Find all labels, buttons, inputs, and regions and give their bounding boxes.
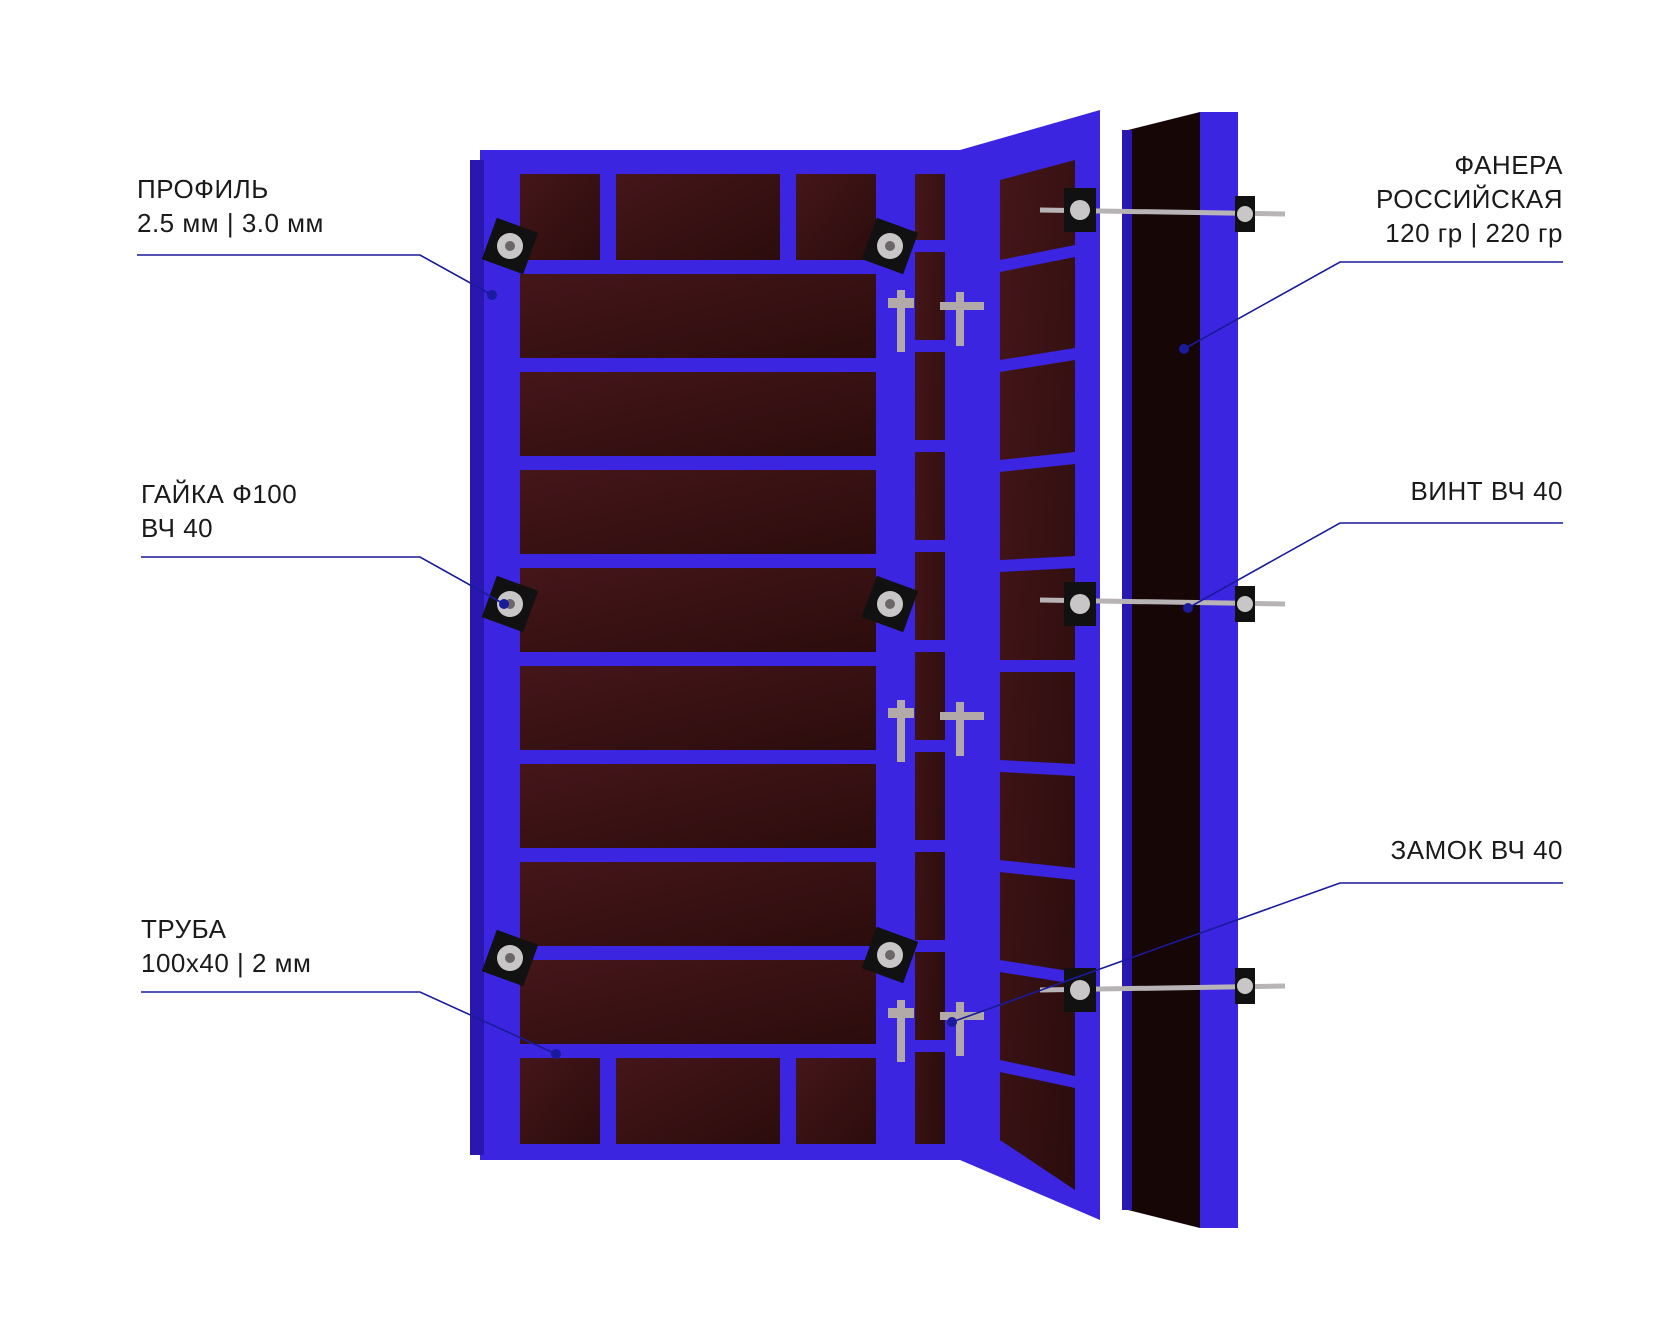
callout-profile-spec: 2.5 мм | 3.0 мм	[137, 208, 324, 238]
nut-plates	[481, 188, 1255, 1012]
callout-nut-spec: ВЧ 40	[141, 513, 214, 543]
wedge-locks	[888, 290, 984, 1062]
right-panel	[960, 110, 1100, 1220]
plywood-sheet	[1122, 112, 1238, 1228]
callout-nut-title: ГАЙКА Ф100	[141, 479, 298, 509]
leader-dots	[487, 290, 1193, 1059]
callout-pipe: ТРУБА 100х40 | 2 мм	[141, 912, 311, 980]
leader-screw	[1187, 522, 1563, 609]
leader-pipe	[141, 991, 557, 1055]
leader-plywood	[1183, 261, 1563, 350]
callout-screw-title: ВИНТ ВЧ 40	[1410, 476, 1563, 506]
leader-lock	[951, 882, 1563, 1023]
callout-plywood-spec: 120 гр | 220 гр	[1385, 218, 1563, 248]
leader-lines	[137, 254, 1563, 1055]
callout-nut: ГАЙКА Ф100 ВЧ 40	[141, 477, 297, 545]
callout-profile-title: ПРОФИЛЬ	[137, 174, 269, 204]
left-panel	[470, 150, 900, 1160]
callout-profile: ПРОФИЛЬ 2.5 мм | 3.0 мм	[137, 172, 324, 240]
corner-post	[900, 150, 960, 1160]
callout-lock: ЗАМОК ВЧ 40	[1391, 833, 1563, 867]
leader-profile	[137, 254, 493, 296]
callout-lock-title: ЗАМОК ВЧ 40	[1390, 835, 1563, 865]
leader-nut	[141, 556, 505, 605]
callout-pipe-title: ТРУБА	[141, 914, 227, 944]
callout-plywood-origin: РОССИЙСКАЯ	[1376, 184, 1563, 214]
callout-pipe-spec: 100х40 | 2 мм	[141, 948, 312, 978]
callout-plywood-title: ФАНЕРА	[1454, 150, 1563, 180]
callout-plywood: ФАНЕРА РОССИЙСКАЯ 120 гр | 220 гр	[1376, 148, 1563, 250]
callout-screw: ВИНТ ВЧ 40	[1410, 474, 1563, 508]
left-panel-edge	[470, 160, 484, 1155]
